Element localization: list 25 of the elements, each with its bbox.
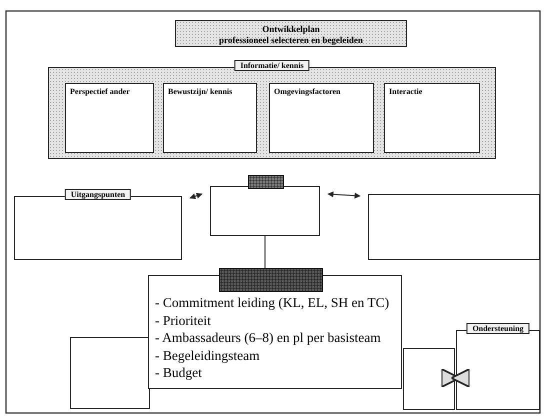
list-item: - Begeleidingsteam	[155, 346, 261, 364]
double-arrow	[327, 191, 361, 199]
section-heading: Interactie	[388, 86, 424, 98]
section-heading: Ondersteuning	[466, 323, 530, 334]
title: Ontwikkelplan	[261, 24, 321, 35]
list-item: - Budget	[155, 364, 203, 382]
double-arrow	[189, 192, 203, 200]
topic-box	[368, 194, 540, 260]
section-heading: Omgevingsfactoren	[273, 86, 342, 98]
list-item: - Commitment leiding (KL, EL, SH en TC)	[155, 294, 390, 312]
section-heading: Uitgangspunten	[64, 189, 132, 200]
double-arrow	[440, 368, 470, 388]
topic-box	[65, 83, 154, 153]
topic-box	[384, 83, 480, 153]
title-box	[175, 20, 407, 47]
section-heading: Bewustzijn/ kennis	[167, 86, 234, 98]
topic-box	[269, 83, 374, 153]
section-heading: Perspectief ander	[69, 86, 131, 98]
subtitle: professioneel selecteren en begeleiden	[218, 34, 364, 46]
list-item: - Prioriteit	[155, 312, 212, 330]
list-item: - Ambassadeurs (6–8) en pl per basisteam	[155, 329, 382, 347]
topic-box	[163, 83, 257, 153]
topic-box	[403, 348, 455, 410]
section-heading: Informatie/ kennis	[234, 60, 310, 71]
topic-box	[70, 337, 150, 409]
